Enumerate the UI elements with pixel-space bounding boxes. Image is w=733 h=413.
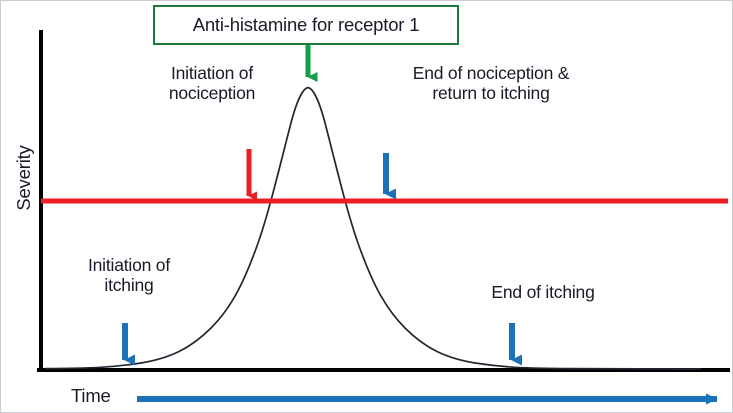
- anti-histamine-callout-box: Anti-histamine for receptor 1: [153, 5, 459, 45]
- x-axis-label: Time: [71, 385, 111, 406]
- label-initiation-of-itching: Initiation of itching: [87, 255, 171, 296]
- anti-histamine-callout-label: Anti-histamine for receptor 1: [192, 14, 420, 35]
- label-initiation-of-nociception: Initiation of nociception: [168, 63, 256, 104]
- label-end-of-itching: End of itching: [491, 282, 595, 302]
- severity-curve: [44, 86, 702, 370]
- label-end-of-nociception: End of nociception & return to itching: [412, 63, 570, 104]
- y-axis-label: Severity: [13, 145, 34, 211]
